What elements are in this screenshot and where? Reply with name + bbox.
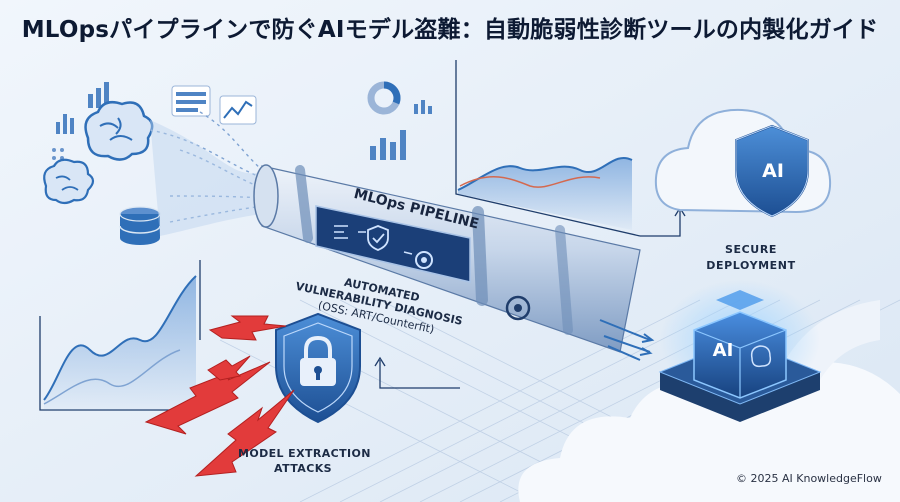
output-arrows: [599, 319, 655, 361]
mini-bar-chart-icon: [370, 130, 406, 160]
chip-brain-icon: [750, 345, 772, 368]
gear-icon: [415, 251, 433, 269]
table-card-icon: [171, 85, 211, 117]
database-icon: [119, 206, 161, 245]
mlops-pipeline: [253, 164, 641, 353]
lightning-arrow-icon: [144, 315, 295, 477]
grid-floor: [219, 299, 900, 502]
page-title: MLOpsパイプラインで防ぐAIモデル盗難：自動脆弱性診断ツールの内製化ガイド: [21, 17, 879, 43]
left-area-chart: [39, 260, 210, 411]
ai-shield-text: AI: [762, 160, 784, 182]
padlock-shield-icon: [275, 312, 361, 424]
brain-icon: [84, 101, 154, 161]
shield-check-icon: [367, 225, 389, 251]
stream-glow: [150, 120, 262, 236]
ai-chip-text: AI: [712, 340, 734, 361]
bar-chart-icon-small: [414, 100, 432, 114]
pipeline-gear-icon: [505, 295, 531, 321]
line-chart-icon: [219, 95, 257, 125]
attack-line1: MODEL EXTRACTION: [238, 447, 371, 460]
dots-icon: [52, 148, 64, 160]
donut-chart-icon: [367, 81, 401, 115]
secure-deployment-line2: DEPLOYMENT: [706, 259, 796, 272]
model-extraction-label: MODEL EXTRACTION ATTACKS: [238, 446, 371, 476]
bar-chart-icon: [56, 82, 109, 134]
brain-icon-small: [43, 158, 95, 205]
secure-deployment-line1: SECURE: [724, 243, 778, 256]
attack-line2: ATTACKS: [274, 462, 332, 475]
code-icon: [334, 225, 348, 239]
secure-deployment-label: SECURE DEPLOYMENT: [686, 242, 816, 274]
ai-chip-icon: [658, 290, 822, 422]
analytics-panel: [455, 60, 641, 237]
flow-arrows: [358, 231, 413, 255]
copyright: © 2025 AI KnowledgeFlow: [736, 472, 882, 485]
ai-shield-icon: [735, 124, 809, 218]
